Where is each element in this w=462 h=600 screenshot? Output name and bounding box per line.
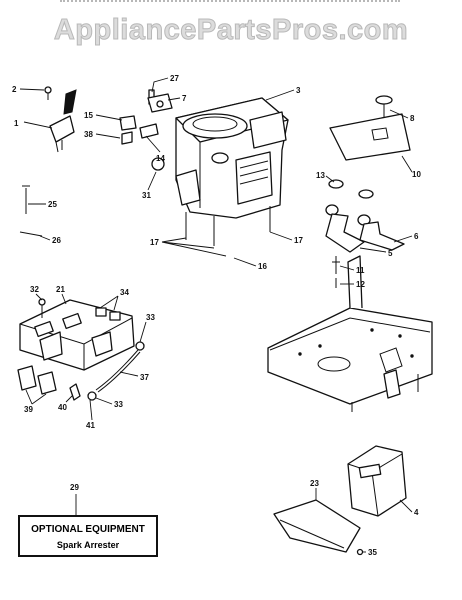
callout-12: 12 (356, 280, 365, 289)
spark-arrester-label: Spark Arrester (56, 540, 120, 550)
bracket-assembly (147, 89, 173, 113)
callout-40: 40 (58, 403, 67, 412)
callout-23: 23 (310, 479, 319, 488)
callout-34: 34 (120, 288, 129, 297)
callout-5: 5 (388, 249, 393, 258)
top-border-line (60, 0, 400, 4)
throttle-control (44, 86, 77, 153)
callout-2: 2 (12, 85, 17, 94)
callout-16: 16 (258, 262, 267, 271)
callout-31: 31 (142, 191, 151, 200)
dash-plate (329, 95, 411, 161)
callout-3: 3 (296, 86, 301, 95)
callout-33-upper: 33 (146, 313, 155, 322)
callout-27: 27 (170, 74, 179, 83)
callout-32: 32 (30, 285, 39, 294)
callout-6: 6 (414, 232, 419, 241)
rubber-pads (17, 365, 57, 395)
callout-13: 13 (316, 171, 325, 180)
muffler (347, 445, 407, 517)
watermark: AppliancePartsPros.com (53, 14, 409, 47)
callout-17-right: 17 (294, 236, 303, 245)
leader-lines (19, 77, 413, 553)
callout-41: 41 (86, 421, 95, 430)
callout-labels: 2 1 27 7 3 15 38 14 31 8 10 13 6 5 11 12… (12, 74, 421, 557)
callout-37: 37 (140, 373, 149, 382)
callout-35: 35 (368, 548, 377, 557)
callout-4: 4 (414, 508, 419, 517)
exhaust-pipes (325, 179, 405, 288)
frame-chassis (267, 255, 433, 412)
callout-17-left: 17 (150, 238, 159, 247)
callout-39: 39 (24, 405, 33, 414)
callout-26: 26 (52, 236, 61, 245)
callout-29: 29 (70, 483, 79, 492)
callout-8: 8 (410, 114, 415, 123)
callout-33-lower: 33 (114, 400, 123, 409)
optional-equipment-box: OPTIONAL EQUIPMENT Spark Arrester (18, 515, 158, 557)
small-hardware (119, 115, 165, 171)
loose-hardware (19, 185, 43, 237)
callout-1: 1 (14, 119, 19, 128)
callout-15: 15 (84, 111, 93, 120)
callout-14: 14 (156, 154, 165, 163)
callout-10: 10 (412, 170, 421, 179)
callout-25: 25 (48, 200, 57, 209)
callout-11: 11 (356, 266, 365, 275)
air-cleaner-assembly (19, 299, 135, 371)
optional-equipment-title: OPTIONAL EQUIPMENT (31, 524, 145, 535)
callout-7: 7 (182, 94, 187, 103)
muffler-shield (273, 499, 364, 556)
engine-assembly (175, 97, 289, 246)
callout-21: 21 (56, 285, 65, 294)
callout-38: 38 (84, 130, 93, 139)
